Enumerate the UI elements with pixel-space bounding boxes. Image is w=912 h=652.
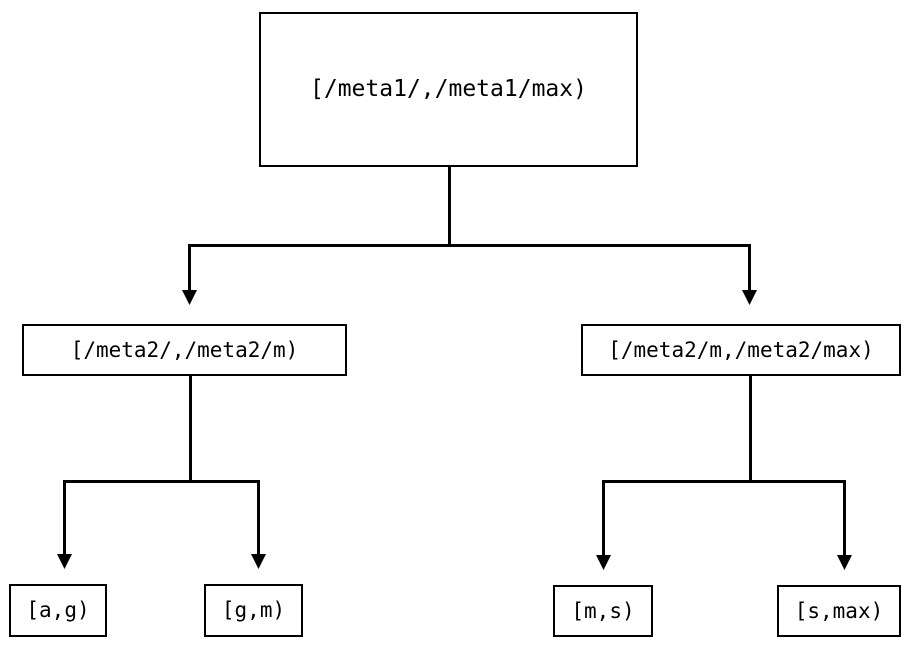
tree-node-root[interactable]: [/meta1/,/meta1/max) xyxy=(259,12,638,167)
tree-node-meta2-high-label: [/meta2/m,/meta2/max) xyxy=(608,337,874,362)
tree-node-meta2-low[interactable]: [/meta2/,/meta2/m) xyxy=(22,324,347,376)
arrowhead-meta2-high-to-leaf-smax xyxy=(837,555,852,570)
tree-node-leaf-smax[interactable]: [s,max) xyxy=(777,585,901,637)
tree-node-leaf-ms-label: [m,s) xyxy=(571,598,635,623)
arrowhead-meta2-low-to-leaf-gm xyxy=(251,554,266,569)
tree-node-leaf-smax-label: [s,max) xyxy=(794,598,884,623)
tree-node-leaf-ms[interactable]: [m,s) xyxy=(553,585,653,637)
edge-root-to-level2 xyxy=(182,167,757,305)
tree-node-leaf-gm[interactable]: [g,m) xyxy=(204,584,303,637)
edge-meta2-high-to-leaves xyxy=(596,376,852,570)
tree-node-root-label: [/meta1/,/meta1/max) xyxy=(310,76,587,102)
arrowhead-root-to-meta2-low xyxy=(182,290,197,305)
tree-node-meta2-high[interactable]: [/meta2/m,/meta2/max) xyxy=(581,324,901,376)
edge-meta2-low-to-leaves xyxy=(57,376,266,569)
tree-node-leaf-gm-label: [g,m) xyxy=(221,598,286,622)
tree-node-leaf-ag[interactable]: [a,g) xyxy=(9,584,107,637)
arrowhead-root-to-meta2-high xyxy=(742,290,757,305)
tree-node-meta2-low-label: [/meta2/,/meta2/m) xyxy=(70,337,299,362)
arrowhead-meta2-low-to-leaf-ag xyxy=(57,554,72,569)
arrowhead-meta2-high-to-leaf-ms xyxy=(596,555,611,570)
tree-node-leaf-ag-label: [a,g) xyxy=(26,598,90,622)
